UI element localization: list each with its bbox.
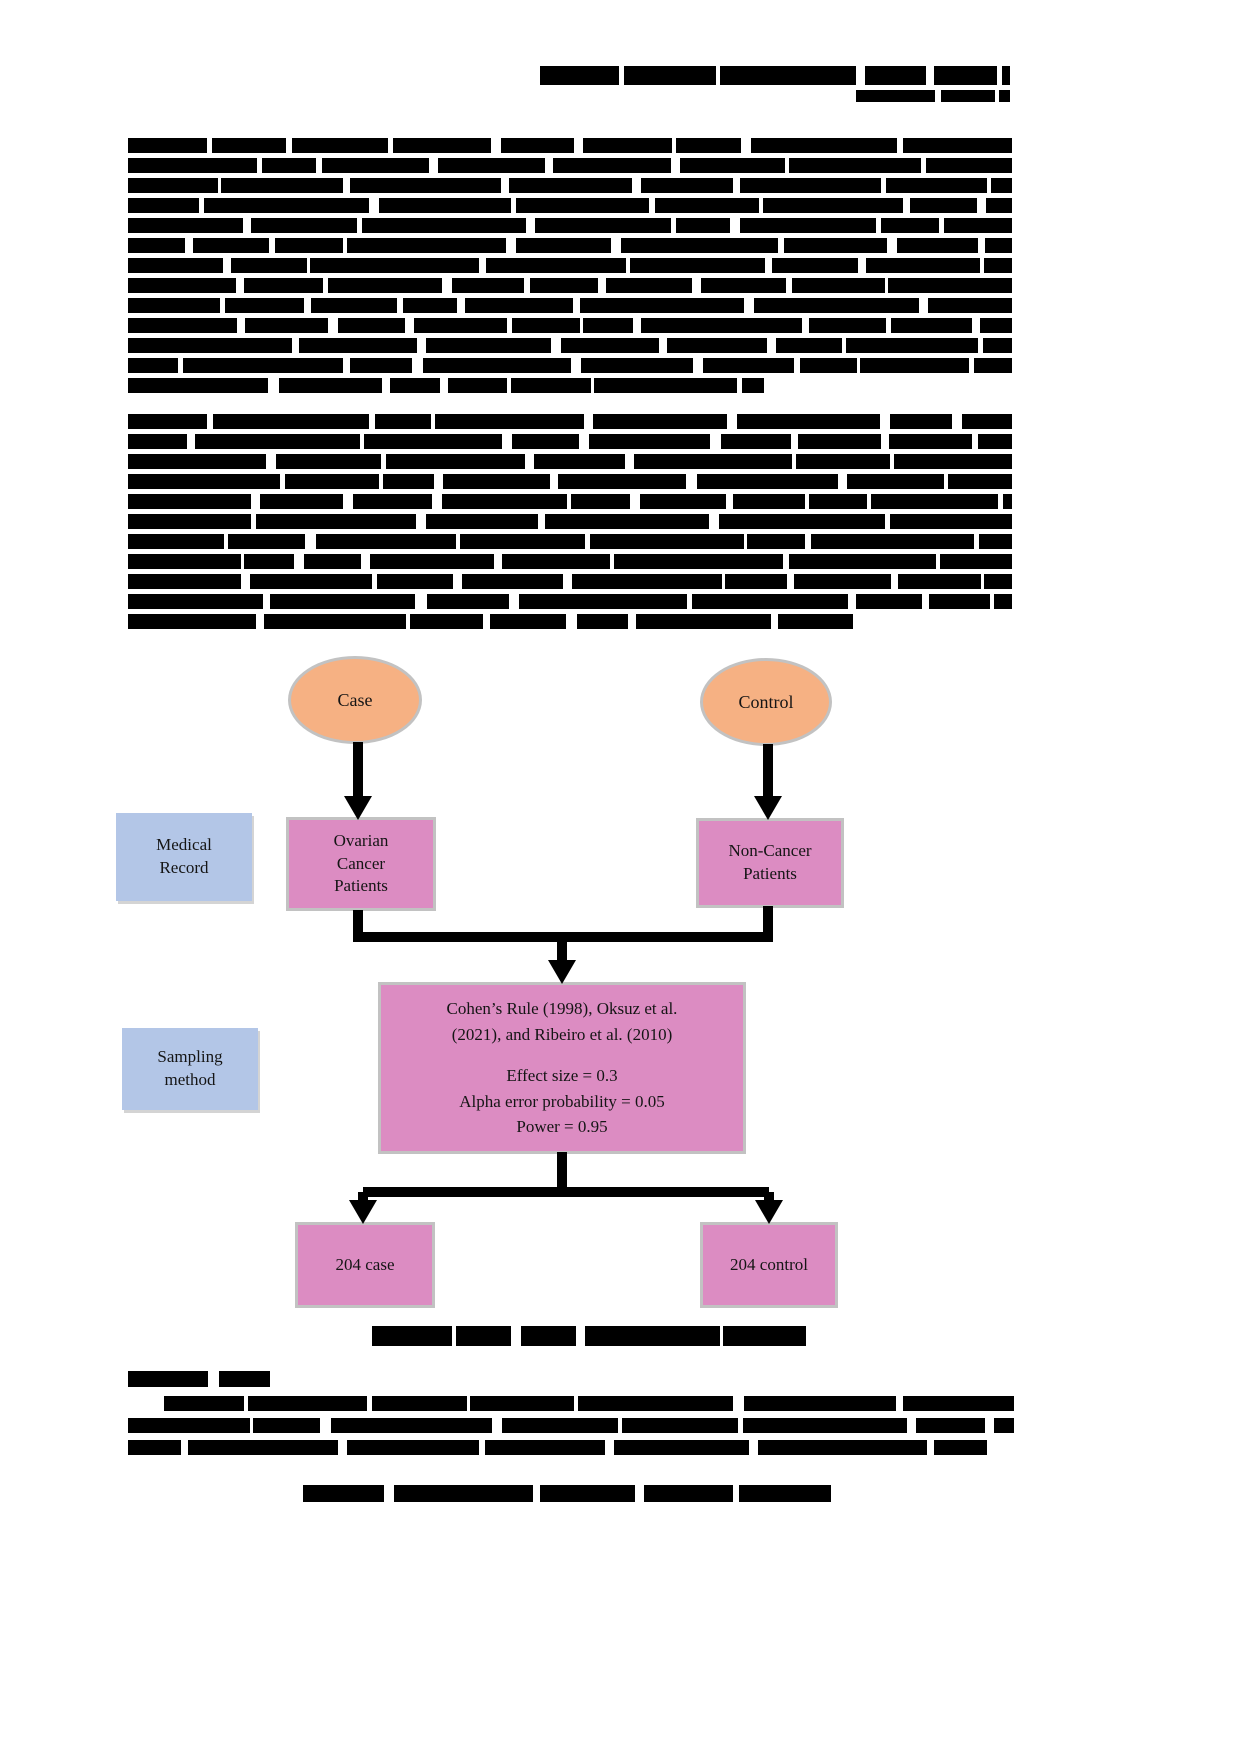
redacted-footer-line [303,1485,831,1502]
arrowhead-204-case [349,1200,377,1224]
control-count-label: 204 control [730,1254,808,1274]
medical-record-label: Medical Record [156,835,212,877]
criteria-effect-size: Effect size = 0.3 [506,1066,618,1086]
flowchart-node-ovarian-cancer-patients: Ovarian Cancer Patients [286,817,436,911]
flowchart-node-case: Case [288,656,422,744]
flowchart-label-medical-record: Medical Record [116,813,252,901]
criteria-source-line2: (2021), and Ribeiro et al. (2010) [451,1024,673,1044]
sampling-method-label: Sampling method [157,1047,223,1089]
flowchart-node-control: Control [700,658,832,746]
redacted-paragraph-3 [128,1396,1014,1455]
criteria-power: Power = 0.95 [516,1117,608,1137]
arrowhead-204-control [755,1200,783,1224]
flowchart-label-sampling-method: Sampling method [122,1028,258,1110]
redacted-section-heading [128,1371,270,1387]
flowchart-node-204-control: 204 control [700,1222,838,1308]
redacted-figure-caption [372,1326,806,1346]
ovarian-label: Ovarian Cancer Patients [333,830,389,896]
flowchart-node-204-case: 204 case [295,1222,435,1308]
redacted-journal-header-line2 [856,90,1010,102]
control-label: Control [738,691,794,712]
case-label: Case [337,689,373,710]
redacted-paragraph-2 [128,414,1012,629]
arrowhead-control [754,796,782,820]
redacted-journal-header-line1 [540,66,1010,85]
case-count-label: 204 case [335,1254,395,1274]
criteria-alpha-error: Alpha error probability = 0.05 [459,1091,665,1111]
arrowhead-criteria [548,960,576,984]
non-cancer-label: Non-Cancer Patients [728,841,812,883]
flowchart-node-sampling-criteria: Cohen’s Rule (1998), Oksuz et al. (2021)… [378,982,746,1154]
redacted-paragraph-1 [128,138,1012,393]
flowchart-node-non-cancer-patients: Non-Cancer Patients [696,818,844,908]
criteria-source-line1: Cohen’s Rule (1998), Oksuz et al. [446,999,678,1019]
